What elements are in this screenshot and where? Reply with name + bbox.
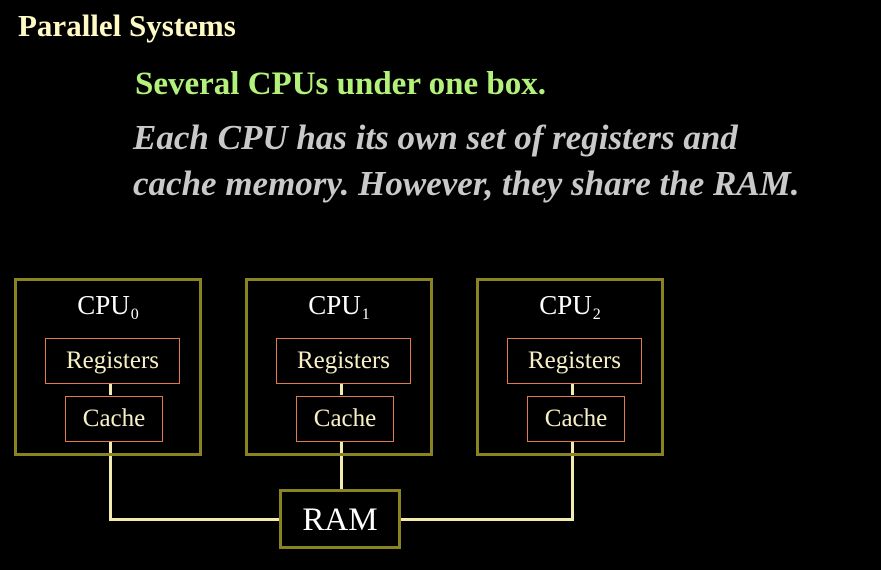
cpu-label-0: CPU0 — [77, 290, 139, 323]
description-line-2: cache memory. However, they share the RA… — [133, 164, 800, 203]
cache-box-1: Cache — [296, 396, 394, 442]
cpu-box-2: CPU2 Registers Cache — [476, 278, 664, 456]
connector-cpu2-horizontal — [399, 518, 574, 521]
cache-box-2: Cache — [527, 396, 625, 442]
slide-title: Parallel Systems — [18, 8, 236, 43]
connector-cpu0-horizontal — [109, 518, 281, 521]
connector-cpu0-vertical — [109, 439, 112, 521]
registers-box-0: Registers — [45, 338, 180, 384]
description-line-1: Each CPU has its own set of registers an… — [133, 118, 738, 157]
slide-subtitle: Several CPUs under one box. — [135, 66, 546, 102]
ram-box: RAM — [279, 489, 401, 549]
cpu-index-0: 0 — [130, 306, 139, 323]
link-cpu1-registers-cache — [340, 381, 343, 395]
link-cpu0-registers-cache — [109, 381, 112, 395]
cpu-label-1: CPU1 — [308, 290, 370, 323]
registers-box-1: Registers — [276, 338, 411, 384]
cpu-index-2: 2 — [592, 306, 601, 323]
link-cpu2-registers-cache — [571, 381, 574, 395]
cpu-box-1: CPU1 Registers Cache — [245, 278, 433, 456]
registers-box-2: Registers — [507, 338, 642, 384]
connector-cpu1-vertical — [340, 439, 343, 491]
cpu-box-0: CPU0 Registers Cache — [14, 278, 202, 456]
connector-cpu2-vertical — [571, 439, 574, 521]
cpu-index-1: 1 — [361, 306, 370, 323]
cpu-label-2: CPU2 — [539, 290, 601, 323]
cache-box-0: Cache — [65, 396, 163, 442]
